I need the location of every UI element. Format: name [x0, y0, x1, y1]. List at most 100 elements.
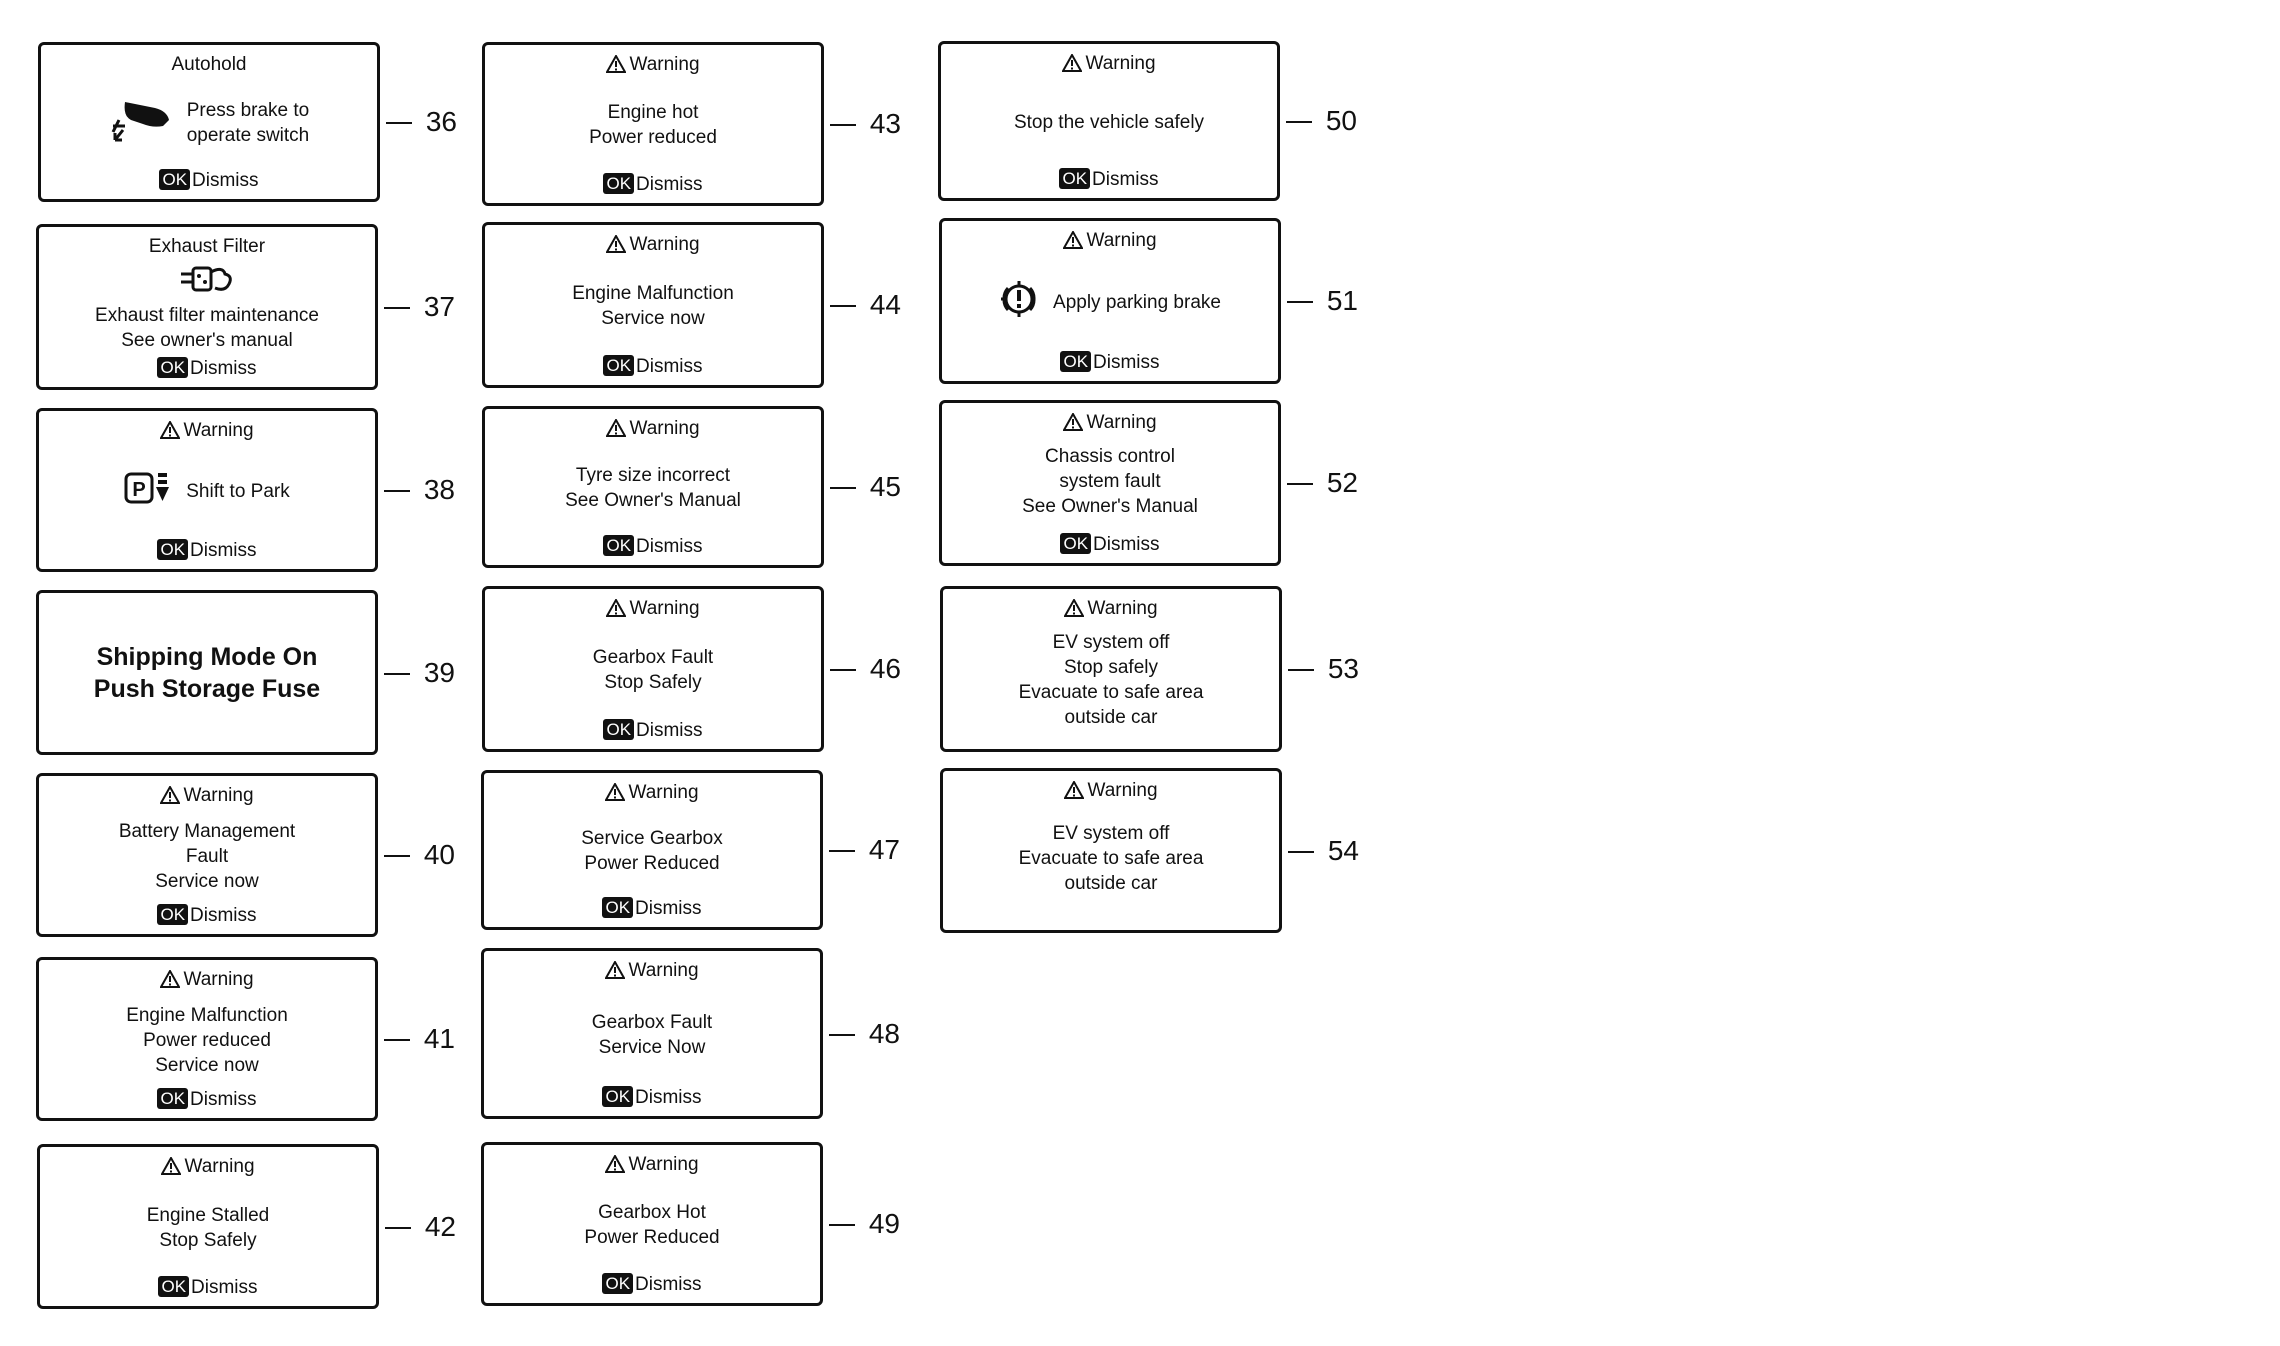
warning-triangle-icon [159, 784, 183, 806]
dismiss-label: Dismiss [636, 356, 703, 377]
callout-number: 36 [425, 106, 457, 137]
message-line: Engine hot [607, 102, 699, 123]
message-line: Engine Malfunction [126, 1004, 288, 1026]
dismiss-label: Dismiss [190, 1089, 257, 1110]
message-line: Press brake to [186, 100, 310, 121]
ok-key-badge: OK [603, 719, 635, 740]
message-line: Service now [601, 308, 705, 329]
message-line: outside car [1064, 707, 1158, 728]
callout-number: 42 [424, 1210, 456, 1242]
warning-header: Warning [485, 597, 821, 621]
warning-triangle-icon [159, 419, 183, 441]
warning-triangle-icon [1063, 597, 1087, 619]
callout-number: 46 [869, 653, 901, 684]
message-line: Power Reduced [584, 1227, 720, 1248]
hand-brake-press-icon [109, 96, 173, 151]
panel-header: Exhaust Filter [148, 236, 266, 257]
callout-number: 52 [1326, 467, 1358, 498]
ok-key-badge: OK [158, 1276, 190, 1297]
leader-line [1287, 483, 1313, 485]
message-line: outside car [1064, 873, 1158, 894]
callout-number: 39 [423, 656, 455, 688]
message-panel-45: Warning Tyre size incorrect See Owner's … [482, 406, 901, 568]
park-shift-icon: P [124, 471, 172, 512]
message-line: See Owner's Manual [1022, 495, 1198, 517]
dismiss-label: Dismiss [1093, 534, 1160, 555]
warning-triangle-icon [605, 597, 629, 619]
callout-number: 41 [423, 1023, 455, 1054]
ok-key-badge: OK [157, 539, 189, 560]
leader-line [385, 1226, 411, 1229]
dismiss-label: Dismiss [635, 898, 702, 919]
message-line: Evacuate to safe area [1018, 848, 1204, 869]
leader-line [384, 1039, 410, 1041]
warning-triangle-icon [160, 1155, 184, 1177]
dismiss-label: Dismiss [192, 170, 259, 191]
message-line: Gearbox Fault [592, 647, 714, 668]
message-panel-44: Warning Engine Malfunction Service now O… [482, 222, 901, 388]
ok-key-badge: OK [603, 355, 635, 376]
warning-triangle-icon [159, 968, 183, 990]
message-line: Service now [155, 1054, 259, 1076]
warning-header: Warning [39, 419, 375, 443]
callout-number: 54 [1327, 834, 1359, 866]
warning-triangle-icon [604, 781, 628, 803]
warning-header: Warning [484, 959, 820, 983]
message-line: Shipping Mode On [96, 642, 318, 671]
dismiss-label: Dismiss [635, 1087, 702, 1108]
leader-line [829, 1224, 855, 1226]
warning-triangle-icon [604, 959, 628, 981]
message-line: system fault [1059, 470, 1161, 492]
message-line: Stop the vehicle safely [1013, 111, 1205, 133]
dismiss-label: Dismiss [636, 174, 703, 195]
message-line: Fault [185, 845, 229, 867]
dismiss-label: Dismiss [190, 905, 257, 926]
message-line: Gearbox Hot [598, 1202, 706, 1223]
message-line: Exhaust filter maintenance [95, 304, 319, 326]
dismiss-label: Dismiss [190, 358, 257, 379]
message-line: Tyre size incorrect [575, 465, 731, 486]
message-line: Service now [155, 870, 259, 892]
message-line: Push Storage Fuse [93, 674, 321, 703]
leader-line [1288, 850, 1314, 853]
callout-number: 37 [423, 291, 455, 322]
message-line: Stop Safely [159, 1229, 257, 1251]
callout-number: 45 [869, 471, 901, 502]
leader-line [1287, 301, 1313, 303]
leader-line [830, 669, 856, 671]
warning-header: Warning [943, 779, 1279, 803]
callout-number: 43 [869, 108, 901, 139]
message-line: See Owner's Manual [565, 490, 741, 511]
svg-text:P: P [133, 479, 146, 501]
dismiss-label: Dismiss [1092, 169, 1159, 190]
warning-header: Warning [941, 52, 1277, 76]
ok-key-badge: OK [1060, 533, 1092, 554]
message-line: Apply parking brake [1053, 291, 1221, 313]
message-line: Engine Malfunction [572, 283, 734, 304]
message-line: See owner's manual [121, 329, 293, 351]
warning-triangle-icon [1063, 779, 1087, 801]
leader-line [829, 1033, 855, 1036]
message-panel-41: Warning Engine Malfunction Power reduced… [36, 957, 455, 1121]
ok-key-badge: OK [602, 1273, 634, 1294]
